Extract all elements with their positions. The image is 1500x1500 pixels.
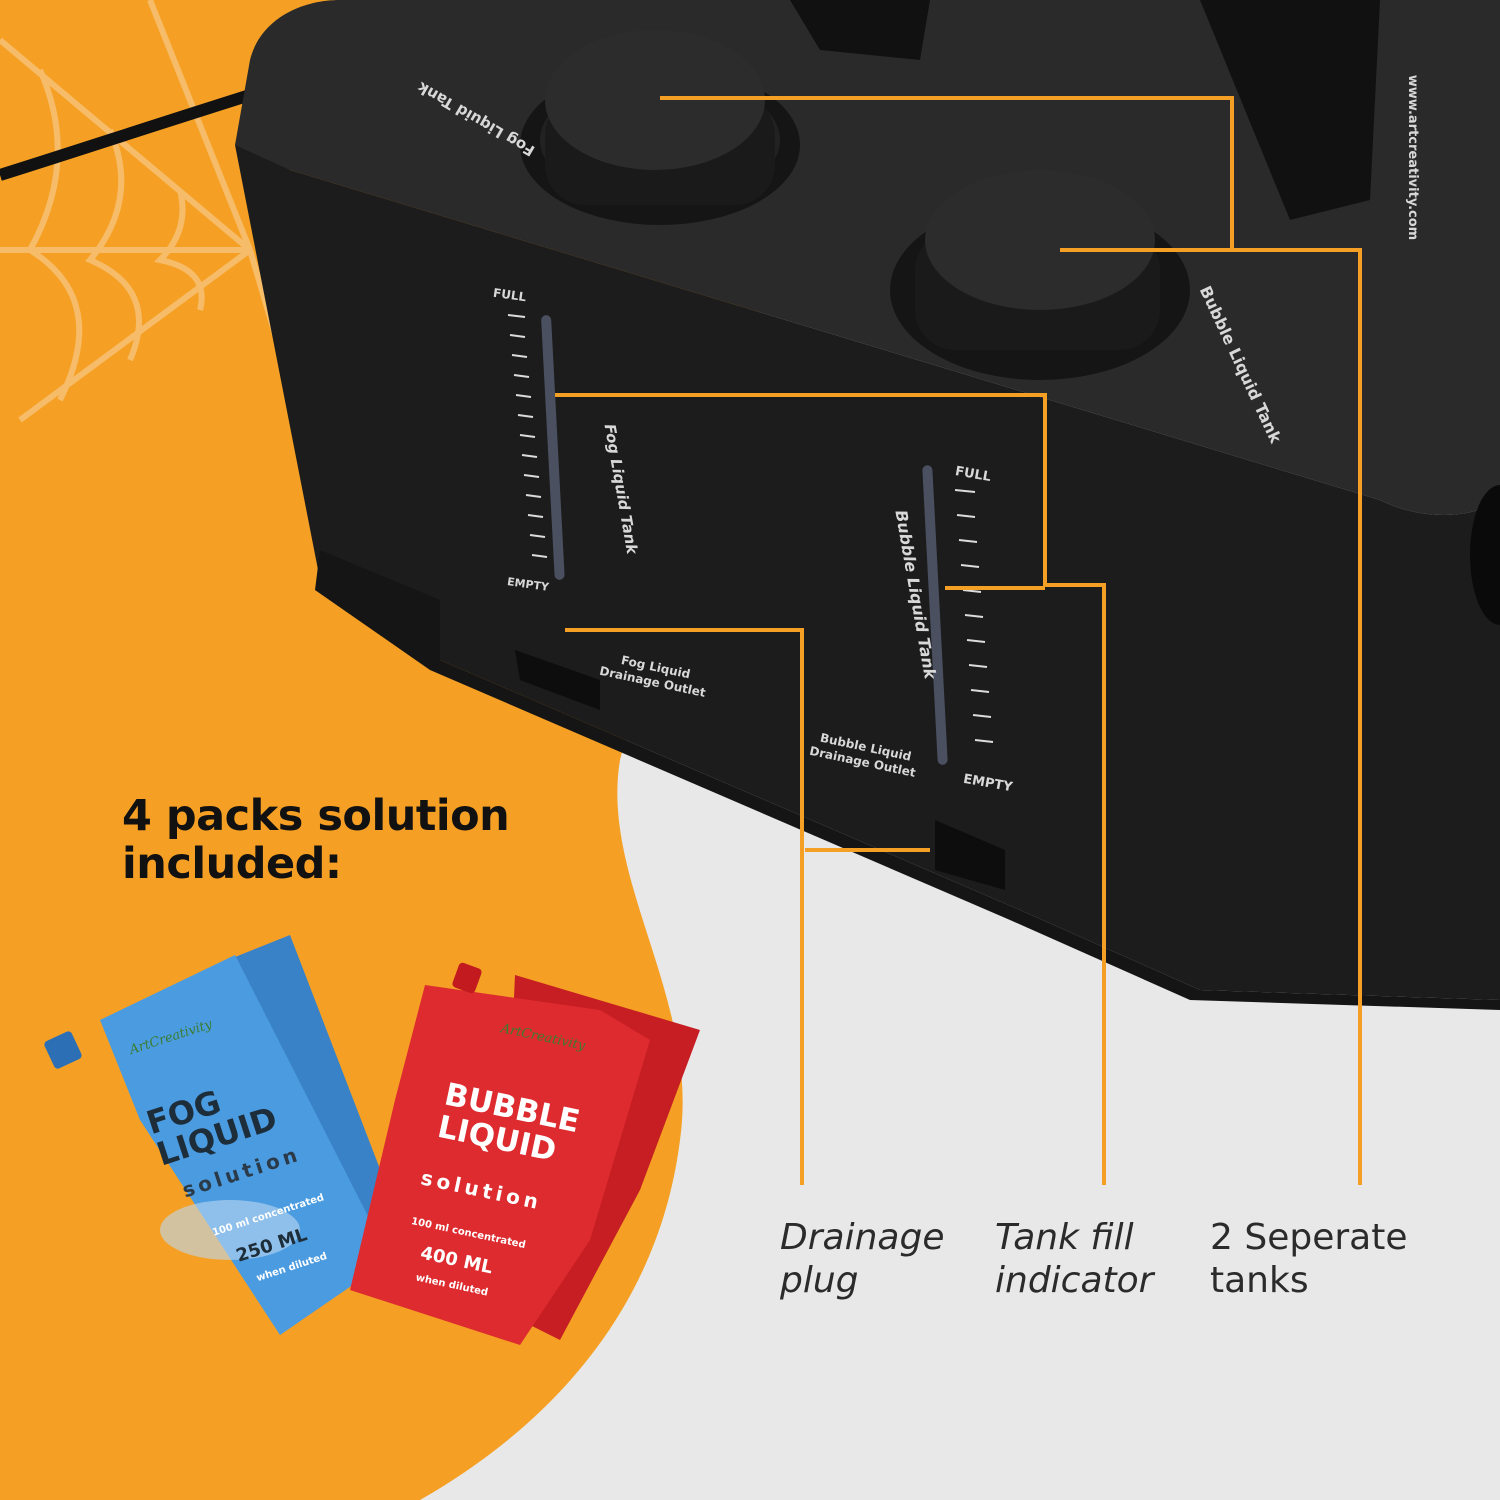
- side-nozzle: [1470, 485, 1500, 625]
- bubble-liquid-pack: [350, 962, 700, 1345]
- fog-pack-front: [100, 955, 375, 1335]
- tank-fill-indicator-callout: Tank fill indicator: [995, 1217, 1154, 1301]
- bubble-pack-spout: [452, 962, 482, 994]
- website-label: www.artcreativity.com: [1405, 74, 1421, 241]
- spider-web-decoration: [0, 0, 333, 521]
- callout-lines: [555, 96, 1362, 1185]
- drainage-plug-callout: Drainage plug: [780, 1217, 945, 1301]
- bubble-level-window: [922, 465, 948, 765]
- fog-tank-cap: [520, 30, 800, 225]
- bubble-level-ticks: [954, 489, 994, 743]
- bubble-tank-cap: [890, 170, 1190, 380]
- drainage-leader: [565, 628, 804, 1185]
- bubble-pack-front: [350, 985, 650, 1345]
- bubble-fog-machine: [235, 0, 1500, 1010]
- fill-leader: [555, 393, 1106, 1185]
- fog-liquid-pack: [44, 935, 390, 1335]
- fog-drainage-plug: [515, 650, 600, 710]
- packs-included-heading: 4 packs solution included:: [122, 791, 510, 889]
- fog-pack-spout: [44, 1031, 82, 1069]
- fog-level-window: [541, 315, 565, 580]
- bubble-drainage-plug: [935, 820, 1005, 890]
- fog-level-ticks: [507, 314, 548, 558]
- machine-handle: [790, 0, 1380, 220]
- separate-tanks-callout: 2 Seperate tanks: [1210, 1217, 1408, 1301]
- fog-pack-cloud: [160, 1200, 300, 1260]
